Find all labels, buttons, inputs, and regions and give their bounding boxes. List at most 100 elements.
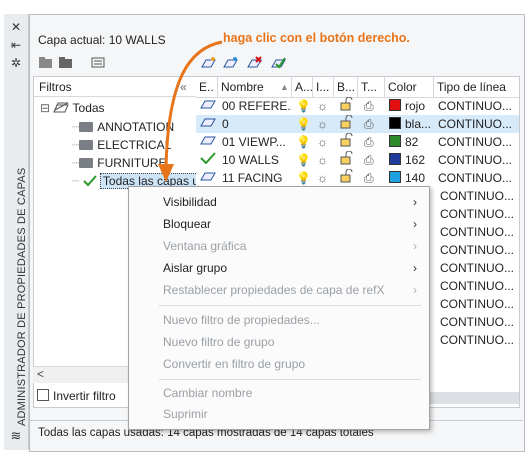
new-vp-frozen-layer-icon[interactable] <box>222 56 238 70</box>
linetype-cell[interactable]: CONTINUO... <box>438 171 512 185</box>
invert-filter-checkbox[interactable]: Invertir filtro <box>37 389 116 403</box>
linetype-cell[interactable]: CONTINUO... <box>438 117 512 131</box>
sun-icon[interactable]: ☼ <box>317 135 328 149</box>
linetype-cell[interactable]: CONTINUO... <box>440 207 514 221</box>
expander-icon[interactable]: ⊟ <box>40 101 51 115</box>
folder-icon <box>79 122 94 132</box>
plot-icon[interactable]: ⎙ <box>364 153 374 167</box>
plot-icon[interactable]: ⎙ <box>364 171 374 185</box>
layer-name: 0 <box>222 117 229 131</box>
col-color[interactable]: Color <box>385 77 434 97</box>
color-cell[interactable]: 162 <box>389 151 425 169</box>
new-filter-icon[interactable] <box>38 56 54 70</box>
lock-icon[interactable] <box>340 115 354 133</box>
current-layer-label: Capa actual: 10 WALLS <box>38 33 166 47</box>
header-divider <box>196 97 519 98</box>
palette-title: ADMINISTRADOR DE PROPIEDADES DE CAPAS <box>16 167 28 426</box>
menu-item-visibilidad[interactable]: Visibilidad <box>163 195 217 209</box>
close-icon[interactable]: ✕ <box>10 20 22 34</box>
linetype-cell[interactable]: CONTINUO... <box>440 333 514 347</box>
layer-icon <box>200 115 216 133</box>
set-current-icon[interactable] <box>270 56 286 70</box>
linetype-cell[interactable]: CONTINUO... <box>440 225 514 239</box>
plot-icon[interactable]: ⎙ <box>364 117 374 131</box>
col-freeze[interactable]: I... <box>313 77 334 97</box>
menu-item-ventana-grafica: Ventana gráfica <box>163 239 247 253</box>
menu-item-aislar-grupo[interactable]: Aislar grupo <box>163 261 228 275</box>
bulb-icon[interactable]: 💡 <box>296 135 311 149</box>
color-cell[interactable]: bla... <box>389 115 431 133</box>
linetype-cell[interactable]: CONTINUO... <box>438 135 512 149</box>
tree-item-electrical[interactable]: ┈ELECTRICAL <box>72 138 172 152</box>
col-linetype[interactable]: Tipo de línea <box>437 80 506 94</box>
linetype-cell[interactable]: CONTINUO... <box>438 99 512 113</box>
linetype-cell[interactable]: CONTINUO... <box>440 243 514 257</box>
tree-item-label: Todas <box>72 101 105 115</box>
tree-item-annotation[interactable]: ┈ANNOTATION <box>72 120 175 134</box>
table-row[interactable]: 11 FACING 💡 ☼ ⎙ 140 CONTINUO... <box>196 169 519 187</box>
layer-states-icon[interactable] <box>90 56 106 70</box>
linetype-cell[interactable]: CONTINUO... <box>440 315 514 329</box>
checkbox-box[interactable] <box>37 389 49 401</box>
pin-icon[interactable]: ⇤ <box>10 38 22 52</box>
layer-name: 11 FACING <box>222 171 283 185</box>
color-cell[interactable]: rojo <box>389 97 425 115</box>
sun-icon[interactable]: ☼ <box>317 99 328 113</box>
folder-icon <box>79 140 94 150</box>
bulb-icon[interactable]: 💡 <box>296 153 311 167</box>
table-row[interactable]: 0 💡 ☼ ⎙ bla... CONTINUO... <box>196 115 519 133</box>
new-layer-icon[interactable] <box>200 56 216 70</box>
bulb-icon[interactable]: 💡 <box>296 99 311 113</box>
tree-item-label: ANNOTATION <box>97 120 175 134</box>
check-icon <box>82 175 97 187</box>
table-row[interactable]: 00 REFERE... 💡 ☼ ⎙ rojo CONTINUO... <box>196 97 519 115</box>
menu-separator <box>159 305 421 306</box>
col-lock[interactable]: B... <box>334 77 358 97</box>
submenu-arrow-icon: › <box>413 217 417 231</box>
scroll-left-icon[interactable]: < <box>37 367 45 381</box>
plot-icon[interactable]: ⎙ <box>364 99 374 113</box>
linetype-cell[interactable]: CONTINUO... <box>440 279 514 293</box>
callout-arrow-icon <box>158 40 223 182</box>
delete-layer-icon[interactable] <box>246 56 262 70</box>
linetype-cell[interactable]: CONTINUO... <box>440 261 514 275</box>
color-swatch <box>389 171 401 183</box>
linetype-cell[interactable]: CONTINUO... <box>440 189 514 203</box>
col-name[interactable]: Nombre ▲ <box>218 77 292 97</box>
collapse-icon[interactable]: « <box>180 80 187 94</box>
linetype-cell[interactable]: CONTINUO... <box>438 153 512 167</box>
table-row[interactable]: 10 WALLS 💡 ☼ ⎙ 162 CONTINUO... <box>196 151 519 169</box>
sun-icon[interactable]: ☼ <box>317 117 328 131</box>
menu-item-restablecer: Restablecer propiedades de capa de refX <box>163 283 385 297</box>
sun-icon[interactable]: ☼ <box>317 153 328 167</box>
properties-icon[interactable]: ✲ <box>10 56 22 70</box>
plot-icon[interactable]: ⎙ <box>364 135 374 149</box>
col-plot[interactable]: T... <box>358 77 385 97</box>
lock-icon[interactable] <box>340 151 354 169</box>
lock-icon[interactable] <box>340 133 354 151</box>
color-cell[interactable]: 140 <box>389 169 425 187</box>
tree-item-todas[interactable]: ⊟ Todas <box>40 101 105 115</box>
table-row[interactable]: 01 VIEWP... 💡 ☼ ⎙ 82 CONTINUO... <box>196 133 519 151</box>
color-swatch <box>389 153 401 165</box>
bulb-icon[interactable]: 💡 <box>296 117 311 131</box>
sun-icon[interactable]: ☼ <box>317 171 328 185</box>
new-group-filter-icon[interactable] <box>58 56 74 70</box>
menu-item-convertir-filtro-grupo: Convertir en filtro de grupo <box>163 357 306 371</box>
lock-icon[interactable] <box>340 169 354 187</box>
bulb-icon[interactable]: 💡 <box>296 171 311 185</box>
tree-item-label: FURNITURE <box>97 156 167 170</box>
tree-item-label: ELECTRICAL <box>97 138 172 152</box>
tree-item-furniture[interactable]: ┈FURNITURE <box>72 156 167 170</box>
layer-icon <box>200 133 216 151</box>
col-on[interactable]: A... <box>292 77 313 97</box>
menu-item-bloquear[interactable]: Bloquear <box>163 217 212 231</box>
callout-text: haga clic con el botón derecho. <box>223 31 410 45</box>
col-status[interactable]: E.. <box>196 77 218 97</box>
lock-icon[interactable] <box>340 97 354 115</box>
col-name-label: Nombre <box>221 80 264 94</box>
color-name: 82 <box>405 135 419 149</box>
layers-icon[interactable]: ≋ <box>10 428 22 443</box>
linetype-cell[interactable]: CONTINUO... <box>440 297 514 311</box>
color-cell[interactable]: 82 <box>389 133 418 151</box>
